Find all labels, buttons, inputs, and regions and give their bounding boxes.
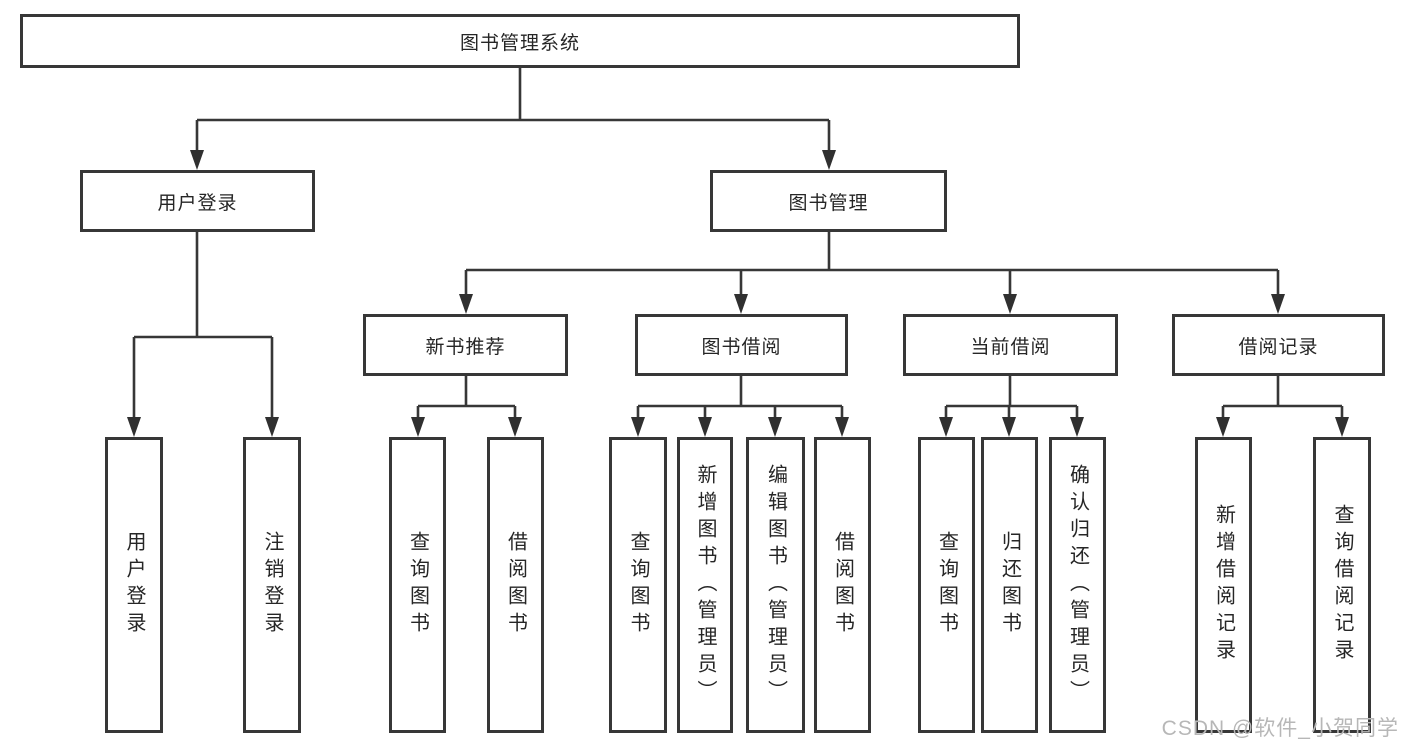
node-new-book-recommend: 新书推荐 bbox=[363, 314, 568, 376]
node-leaf-query-books-1: 查询图书 bbox=[389, 437, 446, 733]
node-leaf-edit-books-admin: 编辑图书（管理员） bbox=[746, 437, 805, 733]
node-leaf-add-books-admin: 新增图书（管理员） bbox=[677, 437, 733, 733]
node-current-borrowing: 当前借阅 bbox=[903, 314, 1118, 376]
node-root: 图书管理系统 bbox=[20, 14, 1020, 68]
node-borrowing-records: 借阅记录 bbox=[1172, 314, 1385, 376]
node-user-login: 用户登录 bbox=[80, 170, 315, 232]
node-leaf-confirm-return-admin: 确认归还（管理员） bbox=[1049, 437, 1106, 733]
node-leaf-borrow-books-1: 借阅图书 bbox=[487, 437, 544, 733]
node-book-borrowing: 图书借阅 bbox=[635, 314, 848, 376]
node-leaf-logout: 注销登录 bbox=[243, 437, 301, 733]
node-book-management: 图书管理 bbox=[710, 170, 947, 232]
node-leaf-query-borrow-record: 查询借阅记录 bbox=[1313, 437, 1371, 733]
node-leaf-add-borrow-record: 新增借阅记录 bbox=[1195, 437, 1252, 733]
node-leaf-borrow-books-2: 借阅图书 bbox=[814, 437, 871, 733]
node-leaf-query-books-2: 查询图书 bbox=[609, 437, 667, 733]
node-leaf-user-login: 用户登录 bbox=[105, 437, 163, 733]
node-leaf-return-books: 归还图书 bbox=[981, 437, 1038, 733]
node-leaf-query-books-3: 查询图书 bbox=[918, 437, 975, 733]
watermark-text: CSDN @软件_小贺同学 bbox=[1161, 717, 1399, 740]
